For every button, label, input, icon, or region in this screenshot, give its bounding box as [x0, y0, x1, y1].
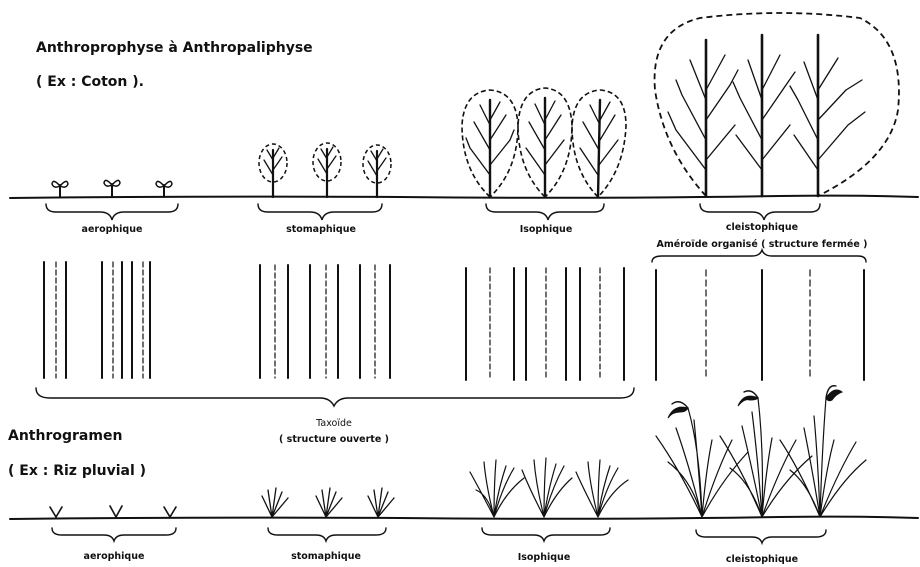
rice-cleistophique-plants [656, 386, 866, 517]
canopy-outline [655, 13, 899, 196]
rice-example: ( Ex : Riz pluvial ) [8, 463, 146, 479]
brace-rice-isophique [482, 528, 610, 541]
rice-stomaphique-plants [262, 488, 394, 517]
stomaphique-plants [259, 143, 391, 197]
medium-plant-3 [572, 90, 626, 197]
medium-plant-2 [518, 88, 572, 197]
brace-cotton-cleistophique [700, 204, 820, 220]
spacing-cleistophique [656, 270, 864, 380]
small-plant-2 [313, 143, 341, 197]
seedling-group [52, 180, 172, 197]
open-structure-sub: ( structure ouverte ) [279, 434, 389, 445]
open-structure-label: Taxoïde [315, 418, 352, 429]
brace-rice-stomaphique [268, 528, 386, 541]
rice-panicle-2 [738, 396, 758, 406]
ground-line-top [10, 196, 918, 198]
brace-cotton-aerophique [46, 204, 178, 220]
small-plant-1 [259, 144, 287, 197]
spacing-isophique [466, 268, 624, 380]
rice-aerophique-plants [50, 506, 176, 517]
brace-rice-aerophique [52, 528, 176, 541]
medium-plant-1 [462, 90, 518, 197]
ground-line-bottom [10, 517, 918, 519]
cotton-stage-label-3: Isophique [520, 224, 573, 235]
cotton-example: ( Ex : Coton ). [36, 74, 144, 90]
brace-cotton-stomaphique [258, 204, 382, 220]
small-plant-3 [363, 145, 391, 197]
cotton-stage-label-1: aerophique [82, 224, 143, 235]
rice-stage-label-1: aerophique [84, 551, 145, 562]
brace-rice-cleistophique [696, 530, 826, 543]
spacing-stomaphique [260, 265, 390, 378]
rice-stage-label-3: Isophique [518, 552, 571, 563]
cotton-title: Anthroprophyse à Anthropaliphyse [36, 40, 313, 56]
cotton-stage-label-2: stomaphique [286, 224, 356, 235]
rice-panicle-1 [668, 407, 688, 418]
seedling-1 [52, 181, 68, 197]
rice-isophique-plants [470, 458, 628, 517]
rice-stage-label-2: stomaphique [291, 551, 361, 562]
seedling-3 [156, 181, 172, 197]
rice-panicle-3 [826, 390, 842, 401]
isophique-plants [462, 88, 626, 197]
row-spacing-diagram [44, 262, 864, 380]
spacing-aerophique [44, 262, 150, 378]
brace-cotton-isophique [486, 204, 604, 220]
brace-closed-structure [652, 250, 866, 262]
rice-stage-label-4: cleistophique [726, 554, 798, 565]
cleistophique-plants [655, 13, 899, 196]
brace-open-structure [36, 388, 634, 406]
seedling-2 [104, 180, 120, 197]
rice-title: Anthrogramen [8, 428, 122, 444]
cotton-stage-label-4: cleistophique [726, 222, 798, 233]
